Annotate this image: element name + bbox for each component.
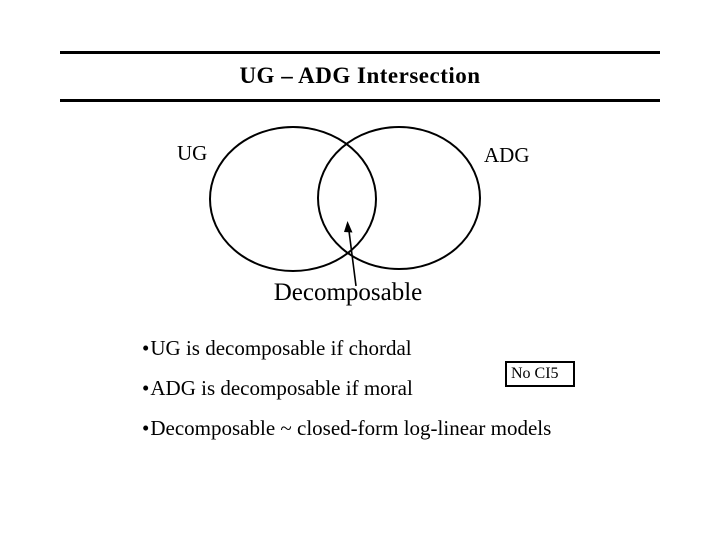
bullet-marker: •: [142, 416, 150, 440]
venn-ug-circle: [209, 126, 377, 272]
bullet-text: Decomposable ~ closed-form log-linear mo…: [150, 416, 552, 440]
note-box-label: No CI5: [511, 365, 559, 382]
note-box: No CI5: [505, 361, 575, 387]
intersection-arrow-shaft: [348, 230, 357, 287]
intersection-arrow-head: [344, 221, 353, 233]
bullet-item: •ADG is decomposable if moral: [142, 375, 413, 401]
slide-title: UG – ADG Intersection: [239, 63, 481, 88]
ug-label: UG: [177, 141, 208, 165]
bullet-item: •Decomposable ~ closed-form log-linear m…: [142, 415, 551, 441]
bullet-text: ADG is decomposable if moral: [150, 376, 413, 400]
intersection-label: Decomposable: [273, 279, 423, 306]
adg-label: ADG: [484, 143, 530, 167]
venn-adg-circle: [317, 126, 481, 270]
bullet-text: UG is decomposable if chordal: [150, 336, 412, 360]
bullet-marker: •: [142, 376, 150, 400]
title-rule-top: [60, 51, 660, 54]
title-rule-bottom: [60, 99, 660, 102]
bullet-item: •UG is decomposable if chordal: [142, 335, 412, 361]
venn-diagram: [209, 126, 481, 287]
bullet-marker: •: [142, 336, 150, 360]
